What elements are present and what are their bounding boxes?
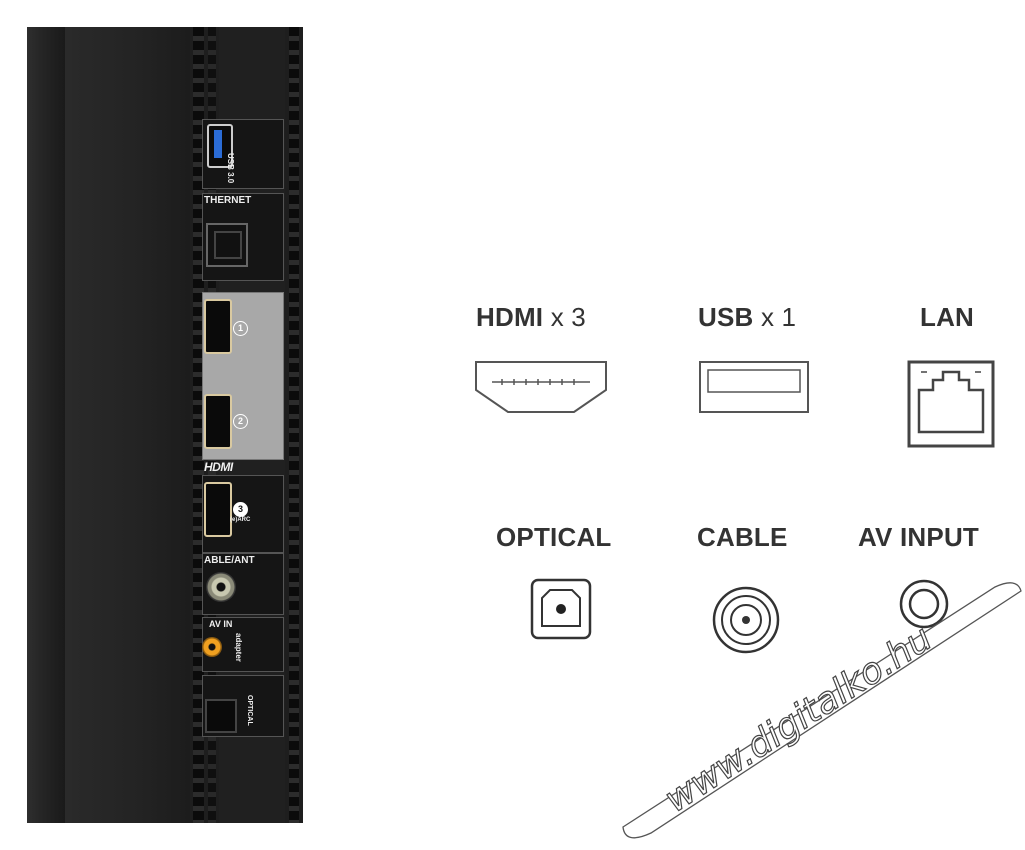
usb-legend-label: USB x 1 [698,302,796,333]
optical-port-icon [530,578,592,640]
hdmi-port-icon [475,361,607,413]
av-in-port [202,637,222,657]
watermark-logo: www.digitalko.hu [622,582,1022,839]
usb-plate-label: USB 3.0 [226,153,235,184]
hdmi-port-1 [204,299,232,354]
ethernet-plate-label: THERNET [204,195,252,206]
optical-legend-name: OPTICAL [496,522,612,552]
cable-legend-name: CABLE [697,522,788,552]
optical-legend-label: OPTICAL [496,522,612,553]
av-input-icon [899,579,949,629]
lan-port-icon [907,360,995,448]
hdmi-port-3 [204,482,232,537]
coax-port [206,572,236,602]
tv-bezel [27,27,65,823]
adapter-label: adapter [234,633,243,662]
vent-strip [289,27,299,823]
lan-legend-name: LAN [920,302,975,332]
hdmi-logo: HDMI [204,460,233,474]
usb-port [207,124,233,168]
av-input-legend-name: AV INPUT [858,522,980,552]
hdmi-legend-name: HDMI [476,302,544,332]
vent-strip [193,27,204,823]
coax-port-icon [712,586,780,654]
hdmi-3-arc-label: (e)ARC [230,517,251,523]
hdmi-2-number: 2 [233,414,248,429]
tv-back-surface [65,27,190,823]
hdmi-port-2 [204,394,232,449]
ethernet-port [206,223,248,267]
cable-legend-label: CABLE [697,522,788,553]
watermark-text: www.digitalko.hu [658,618,940,821]
optical-port [205,699,237,733]
optical-plate-label: OPTICAL [246,695,253,726]
av-in-label: AV IN [209,619,233,629]
lan-legend-label: LAN [920,302,974,333]
usb-legend-name: USB [698,302,754,332]
tv-side-panel: USB 3.0 THERNET 1 2 HDMI 3 (e)ARC ABLE/A… [27,27,303,823]
hdmi-3-number: 3 [233,502,248,517]
cable-ant-label: ABLE/ANT [204,555,255,566]
usb-legend-count: x 1 [760,302,797,332]
hdmi-legend-label: HDMI x 3 [476,302,586,333]
hdmi-1-number: 1 [233,321,248,336]
av-input-legend-label: AV INPUT [858,522,979,553]
hdmi-legend-count: x 3 [550,302,586,332]
usb-port-icon [699,361,809,413]
